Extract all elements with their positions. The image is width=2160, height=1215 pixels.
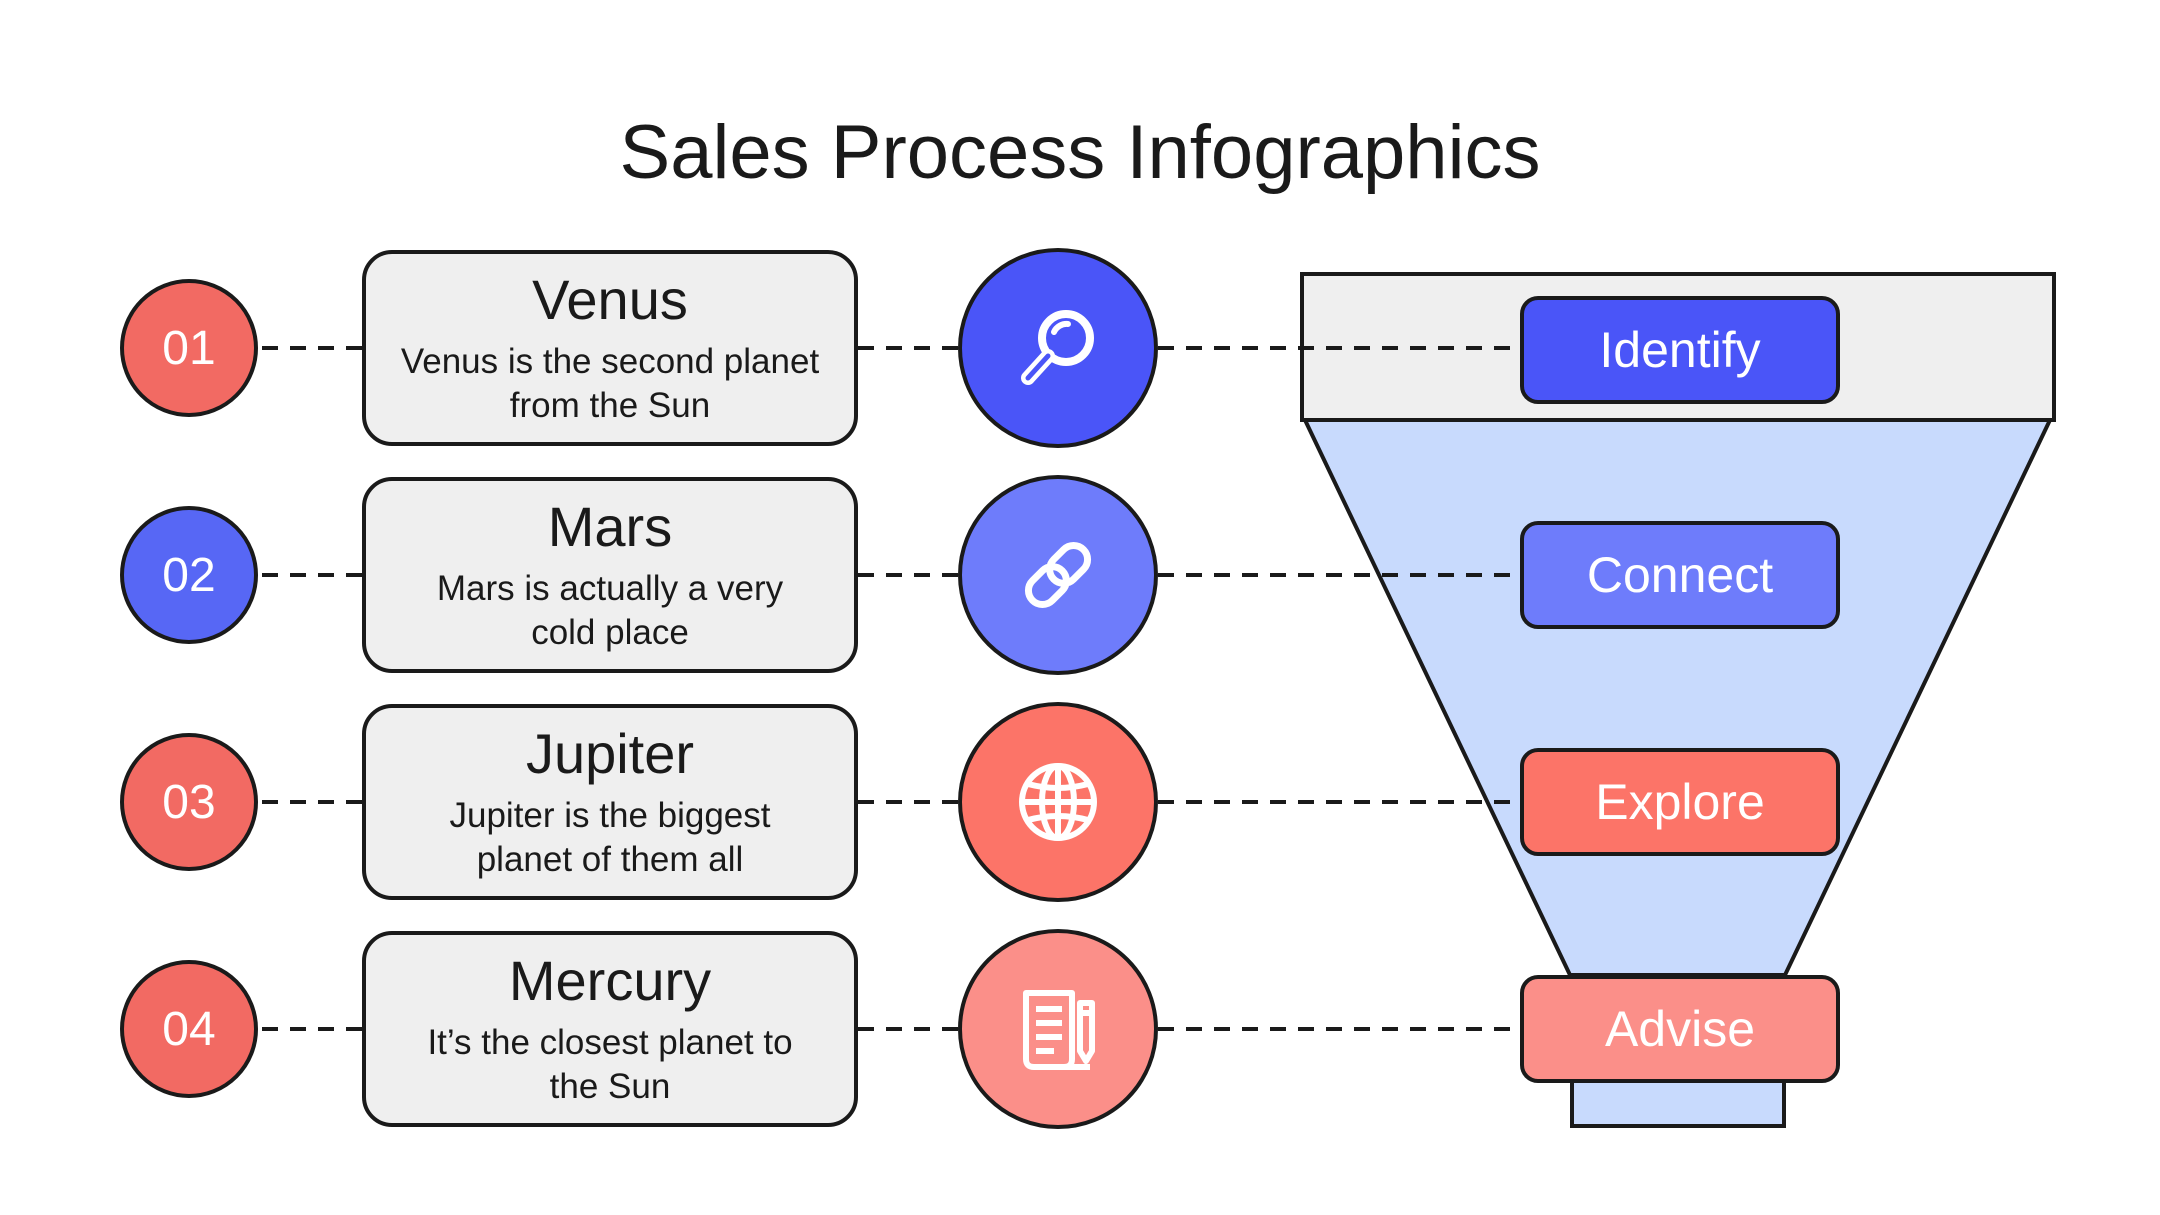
stage-label-explore: Explore — [1520, 748, 1840, 856]
step-number-badge: 03 — [120, 733, 258, 871]
step-card-venus: Venus Venus is the second planet from th… — [362, 250, 858, 446]
step-card-title: Mercury — [508, 949, 712, 1012]
step-card-description: Mars is actually a very cold place — [436, 569, 784, 652]
step-card-mars: Mars Mars is actually a very cold place — [362, 477, 858, 673]
step-number-badge: 01 — [120, 279, 258, 417]
page-title: Sales Process Infographics — [619, 110, 1541, 195]
step-card-description: Jupiter is the biggest planet of them al… — [449, 796, 771, 879]
magnifier-icon — [1021, 310, 1094, 385]
link-icon — [1024, 541, 1092, 609]
stage-label-advise: Advise — [1520, 975, 1840, 1083]
step-icon-circle — [958, 929, 1158, 1129]
step-card-jupiter: Jupiter Jupiter is the biggest planet of… — [362, 704, 858, 900]
document-pen-icon — [1023, 990, 1095, 1070]
funnel-body — [1301, 418, 2054, 977]
connectors — [262, 346, 1520, 1031]
step-icon-circle — [958, 475, 1158, 675]
globe-icon — [1019, 763, 1097, 841]
step-card-description: It’s the closest planet to the Sun — [427, 1023, 793, 1106]
step-card-title: Mars — [547, 495, 673, 558]
step-number-badge: 02 — [120, 506, 258, 644]
step-icon-circle — [958, 248, 1158, 448]
step-card-description: Venus is the second planet from the Sun — [400, 342, 820, 425]
stage-label-connect: Connect — [1520, 521, 1840, 629]
step-card-title: Jupiter — [525, 722, 695, 785]
step-icon-circle — [958, 702, 1158, 902]
step-number-badge: 04 — [120, 960, 258, 1098]
stage-label-identify: Identify — [1520, 296, 1840, 404]
step-card-title: Venus — [532, 268, 688, 331]
step-card-mercury: Mercury It’s the closest planet to the S… — [362, 931, 858, 1127]
